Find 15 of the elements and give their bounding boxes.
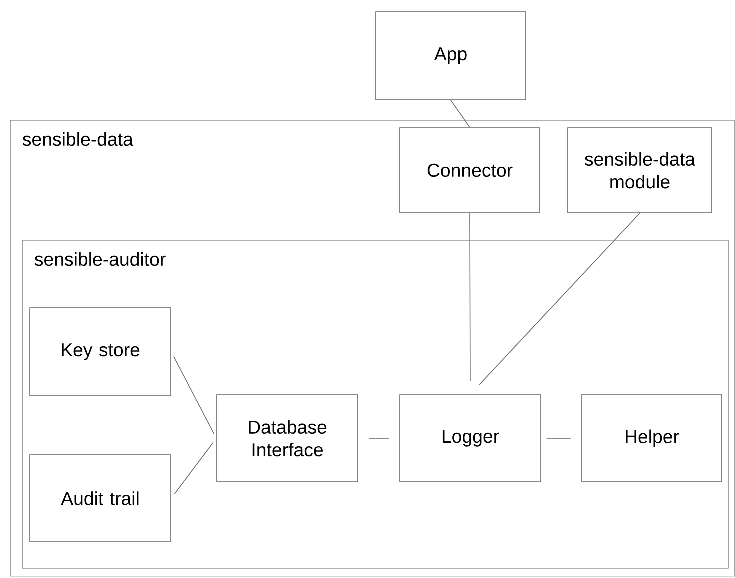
- component-box: Key store: [30, 308, 172, 396]
- component-box: Connector: [400, 128, 540, 214]
- component-box: Helper: [582, 394, 722, 482]
- connector-line: [450, 100, 470, 128]
- component-box: sensible-data module: [568, 128, 712, 214]
- component-box: Audit trail: [30, 454, 172, 542]
- connector-line: [479, 213, 640, 386]
- connector-line: [368, 438, 390, 439]
- connector-line: [174, 442, 214, 495]
- component-box: Logger: [400, 394, 542, 482]
- connector-line: [470, 213, 471, 382]
- component-box: Database Interface: [216, 394, 358, 482]
- component-box: App: [376, 12, 526, 100]
- connector-line: [173, 356, 215, 434]
- connector-line: [546, 438, 572, 439]
